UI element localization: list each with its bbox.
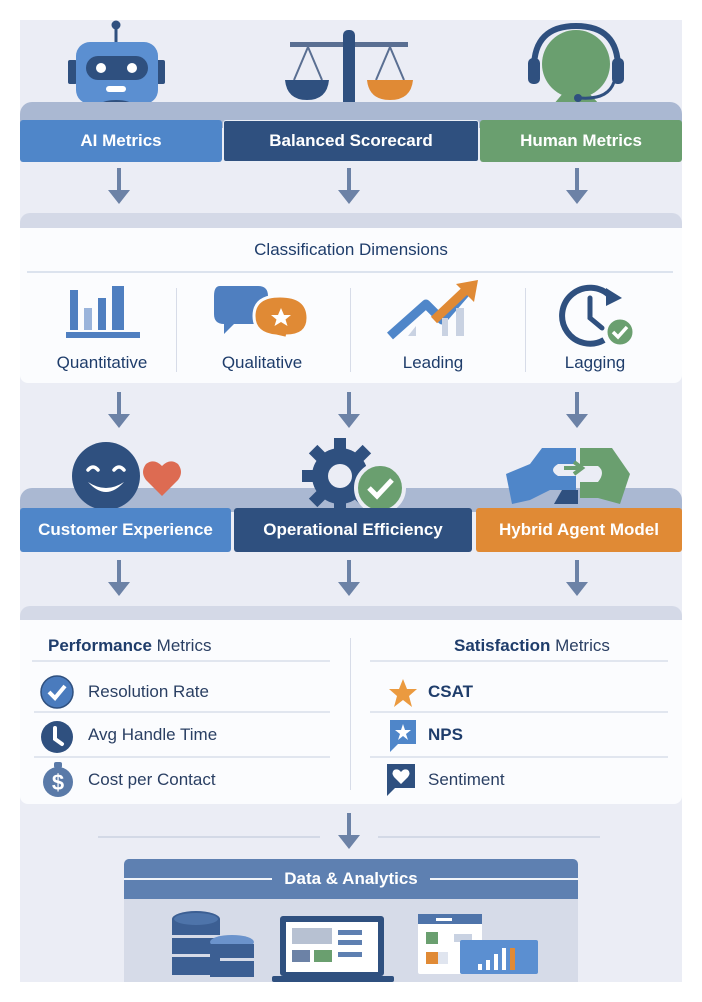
heart-bubble-icon: [387, 764, 415, 796]
smile-heart-icon: [72, 442, 181, 510]
hybrid-agent-model-label: Hybrid Agent Model: [499, 520, 659, 539]
divider: [34, 711, 330, 713]
customer-experience-bar[interactable]: Customer Experience: [20, 508, 231, 552]
lagging-label: Lagging: [564, 353, 626, 372]
dollar-bag-icon: $: [43, 762, 73, 797]
laptop-dashboard-icon: [272, 916, 394, 982]
balanced-scorecard-bar[interactable]: Balanced Scorecard: [223, 120, 479, 162]
metric-avg-handle-time: Avg Handle Time: [88, 725, 218, 744]
performance-title-bold: Performance: [48, 636, 152, 655]
divider: [98, 836, 320, 838]
star-bubble-icon: [390, 720, 416, 752]
hybrid-agent-model-bar[interactable]: Hybrid Agent Model: [476, 508, 682, 552]
divider: [525, 288, 526, 372]
performance-title-rest: Metrics: [151, 636, 212, 655]
satisfaction-title-rest: Metrics: [550, 636, 610, 655]
ai-metrics-bar[interactable]: AI Metrics: [20, 120, 222, 162]
divider: [370, 660, 668, 662]
human-metrics-bar[interactable]: Human Metrics: [480, 120, 682, 162]
trend-up-icon: [387, 280, 478, 340]
classification-card-header-band: [20, 213, 682, 231]
ai-metrics-label: AI Metrics: [80, 131, 162, 150]
svg-text:$: $: [52, 770, 64, 795]
divider: [27, 271, 673, 273]
metric-cost-per-contact: Cost per Contact: [88, 770, 216, 789]
arrow-down-icon: [108, 168, 130, 204]
classification-card: [20, 228, 682, 383]
metrics-card-header-band: [20, 606, 682, 624]
arrow-down-icon: [566, 560, 588, 596]
divider: [350, 288, 351, 372]
arrow-down-icon: [338, 392, 360, 428]
arrow-down-icon: [338, 813, 360, 849]
leading-label: Leading: [402, 353, 464, 372]
divider: [176, 288, 177, 372]
arrow-down-icon: [566, 168, 588, 204]
analytics-header[interactable]: Data & Analytics: [124, 859, 578, 899]
divider: [370, 711, 668, 713]
arrow-down-icon: [338, 560, 360, 596]
satisfaction-title-bold: Satisfaction: [454, 636, 551, 655]
divider: [34, 756, 330, 758]
balanced-scorecard-label: Balanced Scorecard: [269, 131, 433, 150]
gear-check-icon: [302, 438, 406, 514]
customer-experience-label: Customer Experience: [38, 520, 213, 539]
divider: [429, 878, 578, 880]
metric-resolution-rate: Resolution Rate: [88, 682, 209, 701]
arrow-down-icon: [108, 392, 130, 428]
arrow-down-icon: [566, 392, 588, 428]
human-metrics-label: Human Metrics: [520, 131, 642, 150]
metric-csat: CSAT: [428, 682, 474, 701]
analytics-title: Data & Analytics: [284, 869, 418, 888]
clock-check-icon: [559, 284, 636, 348]
performance-metrics-title: Performance Metrics: [48, 636, 211, 656]
arrow-down-icon: [338, 168, 360, 204]
star-icon: [389, 679, 417, 707]
divider: [32, 660, 330, 662]
clock-icon: [41, 721, 73, 753]
chat-star-icon: [214, 286, 310, 342]
divider: [370, 756, 668, 758]
metric-sentiment: Sentiment: [428, 770, 505, 789]
arrow-down-icon: [108, 560, 130, 596]
satisfaction-metrics-title: Satisfaction Metrics: [454, 636, 610, 656]
check-circle-icon: [40, 675, 74, 709]
operational-efficiency-bar[interactable]: Operational Efficiency: [234, 508, 472, 552]
divider: [350, 638, 351, 790]
classification-title: Classification Dimensions: [254, 240, 448, 259]
handshake-icon: [506, 448, 630, 504]
divider: [124, 878, 273, 880]
report-chart-icon: [418, 914, 538, 974]
qualitative-label: Qualitative: [221, 353, 303, 372]
operational-efficiency-label: Operational Efficiency: [263, 520, 443, 539]
database-icon: [172, 911, 254, 977]
metric-nps: NPS: [428, 725, 463, 744]
bar-chart-icon: [66, 286, 140, 338]
divider: [378, 836, 600, 838]
quantitative-label: Quantitative: [56, 353, 148, 372]
